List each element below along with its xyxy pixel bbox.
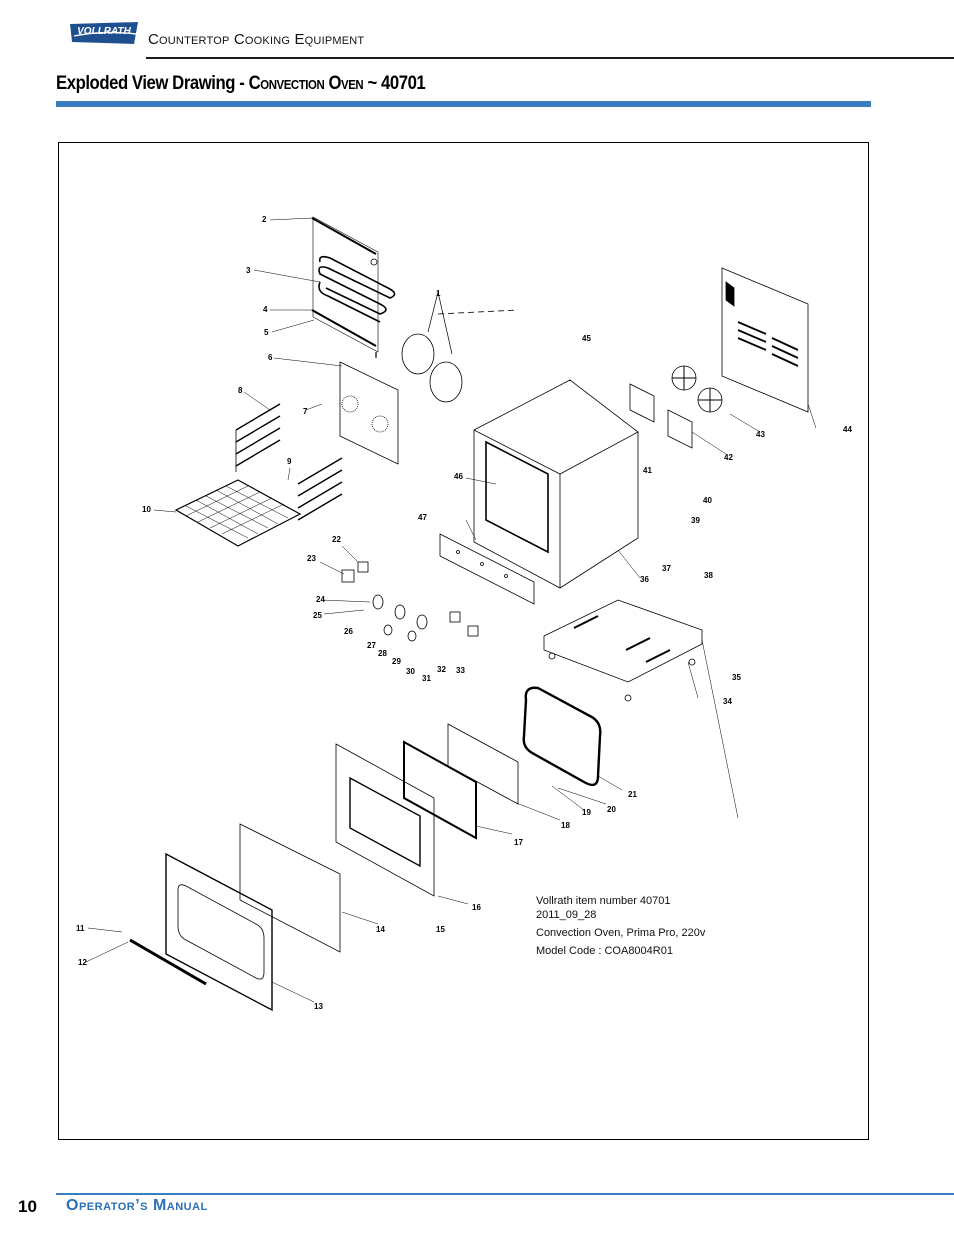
rack-side-supports <box>235 403 343 521</box>
mounting-plates <box>629 383 693 449</box>
part-label-10: 10 <box>142 505 151 514</box>
drawing-info-callout: Vollrath item number 40701 2011_09_28 Co… <box>536 894 705 958</box>
rear-cover <box>721 267 809 413</box>
part-label-35: 35 <box>732 673 741 682</box>
part-label-46: 46 <box>454 472 463 481</box>
part-label-1: 1 <box>436 289 441 298</box>
part-label-17: 17 <box>514 838 523 847</box>
part-label-6: 6 <box>268 353 273 362</box>
gasket-rings <box>401 291 463 403</box>
page-title: Exploded View Drawing - Convection Oven … <box>56 73 426 95</box>
part-label-13: 13 <box>314 1002 323 1011</box>
part-label-40: 40 <box>703 496 712 505</box>
drawing-frame <box>58 142 869 1140</box>
header-title: Countertop Cooking Equipment <box>148 31 365 48</box>
heating-element-assembly <box>311 216 396 358</box>
outer-glass <box>239 823 341 953</box>
footer-title: Operator’s Manual <box>66 1197 208 1214</box>
bottom-plate <box>543 599 703 702</box>
door-glass-panels <box>403 723 519 840</box>
part-label-30: 30 <box>406 667 415 676</box>
oven-housing <box>437 309 639 589</box>
control-components <box>341 561 479 642</box>
part-label-37: 37 <box>662 564 671 573</box>
part-label-5: 5 <box>264 328 269 337</box>
part-label-16: 16 <box>472 903 481 912</box>
part-label-15: 15 <box>436 925 445 934</box>
header-rule <box>146 57 954 59</box>
section-rule <box>56 101 871 107</box>
leader-lines <box>85 217 817 1003</box>
outer-door <box>165 852 273 1012</box>
part-label-39: 39 <box>691 516 700 525</box>
part-label-33: 33 <box>456 666 465 675</box>
page-title-model: ~ 40701 <box>363 73 426 94</box>
part-label-2: 2 <box>262 215 267 224</box>
part-label-42: 42 <box>724 453 733 462</box>
exploded-view-drawing: 1 2 3 4 5 6 7 8 9 10 11 12 13 14 15 16 1… <box>76 215 852 1012</box>
part-label-26: 26 <box>344 627 353 636</box>
part-label-45: 45 <box>582 334 591 343</box>
part-label-4: 4 <box>263 305 268 314</box>
page-number: 10 <box>18 1197 37 1216</box>
part-label-22: 22 <box>332 535 341 544</box>
part-label-32: 32 <box>437 665 446 674</box>
part-number-labels: 1 2 3 4 5 6 7 8 9 10 11 12 13 14 15 16 1… <box>76 215 852 1011</box>
door-gasket <box>522 686 602 787</box>
part-label-25: 25 <box>313 611 322 620</box>
footer-rule <box>56 1193 954 1195</box>
part-label-44: 44 <box>843 425 852 434</box>
part-label-7: 7 <box>303 407 308 416</box>
callout-date: 2011_09_28 <box>536 909 597 921</box>
part-label-31: 31 <box>422 674 431 683</box>
part-label-34: 34 <box>723 697 732 706</box>
logo-brand-text: VOLLRATH <box>77 26 131 37</box>
part-label-12: 12 <box>78 958 87 967</box>
part-label-24: 24 <box>316 595 325 604</box>
page-title-main: Exploded View Drawing - <box>56 73 249 94</box>
control-panel <box>439 533 535 605</box>
vollrath-logo: VOLLRATH <box>70 22 138 44</box>
part-label-3: 3 <box>246 266 251 275</box>
part-label-23: 23 <box>307 554 316 563</box>
part-label-20: 20 <box>607 805 616 814</box>
part-label-47: 47 <box>418 513 427 522</box>
part-label-29: 29 <box>392 657 401 666</box>
part-label-41: 41 <box>643 466 652 475</box>
callout-item-number: Vollrath item number 40701 <box>536 895 671 907</box>
part-label-18: 18 <box>561 821 570 830</box>
convection-fans <box>671 365 723 413</box>
back-panel <box>339 361 399 465</box>
page-title-sub: Convection Oven <box>248 73 364 94</box>
part-label-8: 8 <box>238 386 243 395</box>
wire-rack <box>174 479 302 547</box>
part-label-9: 9 <box>287 457 292 466</box>
part-label-27: 27 <box>367 641 376 650</box>
callout-description: Convection Oven, Prima Pro, 220v <box>536 927 706 939</box>
part-label-36: 36 <box>640 575 649 584</box>
part-label-19: 19 <box>582 808 591 817</box>
door-handle <box>129 938 207 986</box>
callout-model-code: Model Code : COA8004R01 <box>536 945 673 957</box>
part-label-38: 38 <box>704 571 713 580</box>
part-label-14: 14 <box>376 925 385 934</box>
inner-door <box>335 743 435 897</box>
part-label-11: 11 <box>76 924 85 933</box>
part-label-28: 28 <box>378 649 387 658</box>
part-label-43: 43 <box>756 430 765 439</box>
part-label-21: 21 <box>628 790 637 799</box>
